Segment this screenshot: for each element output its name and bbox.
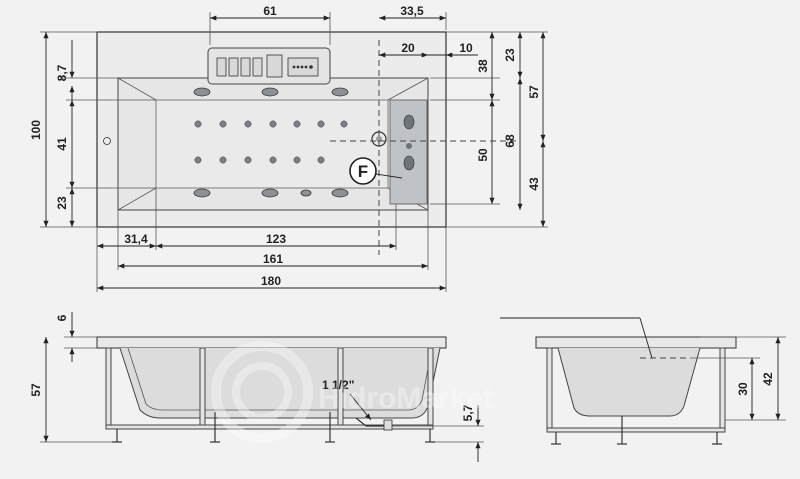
side-legs bbox=[112, 412, 435, 443]
side-jet-icon bbox=[331, 87, 349, 97]
control-button bbox=[252, 57, 263, 77]
side-frame bbox=[105, 347, 434, 430]
dim-23-right: 23 bbox=[503, 48, 517, 62]
dim-side-5-7: 5,7 bbox=[461, 404, 475, 421]
back-jet-icon bbox=[403, 155, 415, 171]
side-view: 1 1/2" 6 57 5,7 bbox=[29, 312, 484, 462]
side-jet-icon bbox=[193, 188, 211, 198]
overflow-icon bbox=[103, 137, 111, 145]
dim-10: 10 bbox=[459, 41, 473, 55]
tub-basin-floor bbox=[155, 99, 389, 189]
drain-pipe bbox=[355, 417, 386, 427]
dim-23-left: 23 bbox=[55, 196, 69, 210]
dim-180: 180 bbox=[261, 274, 281, 288]
dim-33-5: 33,5 bbox=[400, 4, 424, 18]
dim-57-right: 57 bbox=[527, 85, 541, 99]
dim-61: 61 bbox=[263, 4, 277, 18]
dim-123: 123 bbox=[266, 232, 286, 246]
dim-43: 43 bbox=[527, 177, 541, 191]
plan-view: F bbox=[96, 31, 520, 255]
dim-68: 68 bbox=[503, 134, 517, 148]
marker-f-circle bbox=[349, 157, 377, 185]
side-jet-icon bbox=[261, 188, 279, 198]
dim-end-42: 42 bbox=[761, 372, 775, 386]
end-legs bbox=[551, 416, 722, 445]
plan-dimensions: 61 33,5 20 10 23 38 57 68 50 43 bbox=[29, 4, 548, 292]
side-jet-icon bbox=[261, 87, 279, 97]
dim-side-57: 57 bbox=[29, 383, 43, 397]
end-frame bbox=[546, 347, 726, 433]
dim-20: 20 bbox=[401, 41, 415, 55]
dim-100: 100 bbox=[29, 120, 43, 140]
dim-side-6: 6 bbox=[55, 314, 69, 321]
end-basin-shell bbox=[557, 347, 701, 417]
floor-air-holes bbox=[194, 120, 348, 164]
end-rim bbox=[535, 336, 737, 349]
watermark-text: HidroMarket bbox=[318, 382, 493, 415]
dim-8-7: 8,7 bbox=[55, 64, 69, 81]
keypad-dots bbox=[292, 65, 313, 69]
control-button bbox=[240, 57, 251, 77]
dim-31-4: 31,4 bbox=[124, 232, 148, 246]
control-display bbox=[266, 54, 283, 78]
dim-41: 41 bbox=[55, 137, 69, 151]
side-jet-icon bbox=[300, 189, 312, 197]
dim-161: 161 bbox=[263, 252, 283, 266]
watermark: HidroMarket bbox=[211, 341, 493, 443]
back-jet-small-icon bbox=[406, 143, 412, 149]
dim-38: 38 bbox=[476, 59, 490, 73]
side-jet-icon bbox=[193, 87, 211, 97]
side-jet-icon bbox=[331, 188, 349, 198]
marker-f-label: F bbox=[358, 162, 368, 181]
dim-50: 50 bbox=[476, 148, 490, 162]
pipe-size-label: 1 1/2" bbox=[322, 378, 354, 392]
control-button bbox=[228, 57, 239, 77]
back-jet-icon bbox=[403, 114, 415, 130]
dim-end-30: 30 bbox=[736, 382, 750, 396]
control-button bbox=[216, 57, 227, 77]
end-view: 30 42 bbox=[500, 317, 786, 445]
